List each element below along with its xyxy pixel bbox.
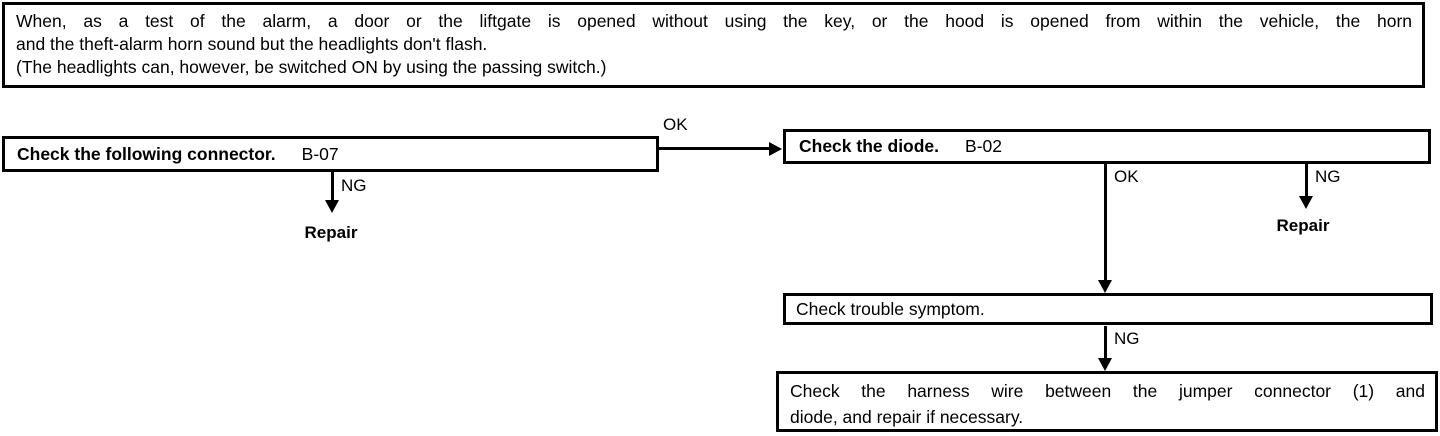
arrow-down-icon [1098, 358, 1112, 371]
arrow-down-icon [1098, 280, 1112, 293]
step-check-harness-wire-line: Check the harness wire between the jumpe… [790, 381, 1425, 401]
flow-connector-line [1305, 163, 1308, 197]
step-check-trouble-symptom-label: Check trouble symptom. [796, 298, 985, 319]
step-check-diode-box: Check the diode. B-02 [783, 129, 1431, 164]
step-check-diode-label: Check the diode. [799, 136, 940, 156]
step-check-connector-box: Check the following connector. B-07 [2, 136, 659, 172]
ok-branch-label: OK [1114, 167, 1139, 186]
flow-connector-line [1104, 326, 1107, 359]
symptom-text-line: (The headlights can, however, be switche… [16, 57, 607, 77]
flow-connector-line [659, 147, 771, 150]
repair-result-label: Repair [304, 223, 358, 242]
ng-branch-label: NG [1114, 329, 1140, 348]
step-check-connector-label: Check the following connector. [17, 143, 276, 164]
arrow-down-icon [325, 200, 339, 213]
diode-code: B-02 [965, 136, 1002, 156]
step-check-harness-wire-line: diode, and repair if necessary. [790, 407, 1024, 427]
symptom-text-line: and the theft-alarm horn sound but the h… [16, 34, 488, 54]
connector-code: B-07 [301, 143, 339, 164]
ok-branch-label: OK [663, 115, 688, 134]
symptom-text-line: When, as a test of the alarm, a door or … [16, 11, 1412, 31]
symptom-description-box: When, as a test of the alarm, a door or … [2, 2, 1425, 88]
flow-connector-line [331, 172, 334, 201]
repair-result-label: Repair [1276, 216, 1330, 235]
ng-branch-label: NG [341, 176, 367, 195]
arrow-right-icon [769, 142, 782, 156]
flow-connector-line [1104, 163, 1107, 281]
ng-branch-label: NG [1315, 167, 1341, 186]
arrow-down-icon [1299, 196, 1313, 209]
step-check-harness-wire-box: Check the harness wire between the jumpe… [776, 371, 1438, 432]
step-check-trouble-symptom-box: Check trouble symptom. [783, 293, 1433, 325]
